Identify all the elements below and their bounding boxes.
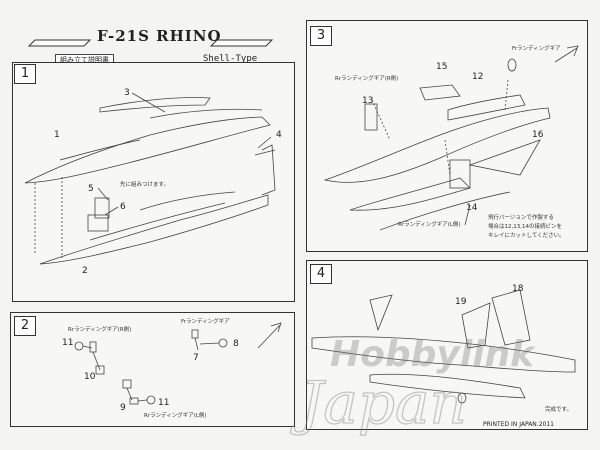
part-label-5: 5 [88, 184, 94, 194]
step-3-label-rr-left: Rrランディングギア(L側) [398, 222, 461, 228]
step-2-label-rr-left: Rrランディングギア(L側) [144, 413, 207, 419]
part-label-7: 7 [193, 353, 199, 363]
printed-in-japan: PRINTED IN JAPAN.2011 [483, 421, 554, 428]
step-3-label-fr: Frランディングギア [512, 46, 561, 52]
part-label-10: 10 [84, 372, 96, 382]
step-2-number: 2 [14, 316, 36, 336]
part-label-13: 13 [362, 96, 374, 106]
part-label-2: 2 [82, 266, 88, 276]
part-label-8: 8 [233, 339, 239, 349]
part-label-15: 15 [436, 62, 448, 72]
step-3-label-rr-right: Rrランディングギア(R側) [335, 76, 399, 82]
step-2-label-fr: Frランディングギア [181, 319, 230, 325]
part-label-11b: 11 [158, 398, 170, 408]
step-1-number: 1 [14, 64, 36, 84]
part-label-11a: 11 [62, 338, 74, 348]
part-label-3: 3 [124, 88, 130, 98]
part-label-14: 14 [466, 203, 478, 213]
part-label-9: 9 [120, 403, 126, 413]
part-label-6: 6 [120, 202, 126, 212]
step-3-panel [306, 20, 588, 252]
part-label-16: 16 [532, 130, 544, 140]
page-title: F-21S RHINO [97, 27, 222, 45]
shell-type-label: Shell-Type [203, 54, 258, 64]
step-4-panel [306, 260, 588, 430]
part-label-19: 19 [455, 297, 467, 307]
step-3-number: 3 [310, 26, 332, 46]
step-3-note: 飛行バージョンで作製する 場合は12,13,14の接続ピンを キレイにカットして… [488, 215, 565, 239]
step-4-note: 完成です。 [545, 407, 572, 413]
part-label-1: 1 [54, 130, 60, 140]
step-4-number: 4 [310, 264, 332, 284]
step-2-panel [10, 312, 295, 427]
part-label-12: 12 [472, 72, 484, 82]
part-label-4: 4 [276, 130, 282, 140]
part-label-18: 18 [512, 284, 524, 294]
step-2-label-rr-right: Rrランディングギア(R側) [68, 327, 132, 333]
step-1-note: 先に組みつけます。 [120, 182, 169, 188]
